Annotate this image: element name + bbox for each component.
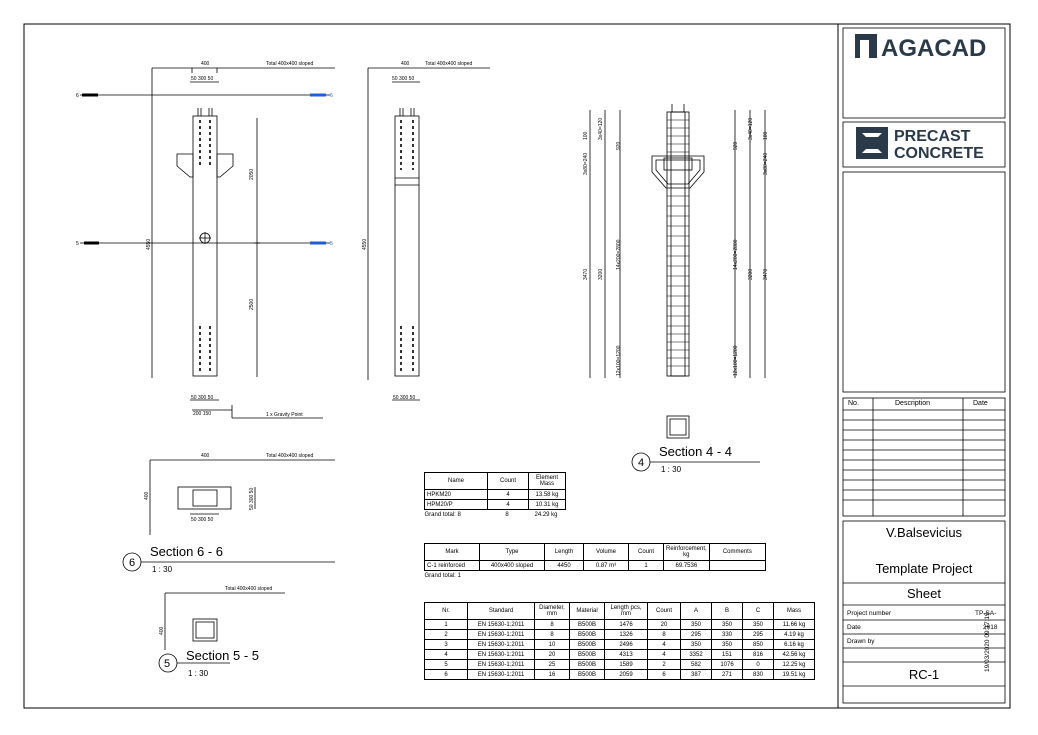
- rebar-detail-view: [589, 104, 766, 439]
- col-name: Name: [424, 472, 488, 490]
- section-4-number: 4: [638, 457, 644, 469]
- svg-text:12x100=1200: 12x100=1200: [616, 345, 622, 376]
- svg-text:2500: 2500: [249, 299, 255, 310]
- side-elevation: [367, 67, 490, 401]
- drawn-by-label: Drawn by: [847, 638, 875, 645]
- svg-text:3x80=240: 3x80=240: [583, 153, 589, 175]
- svg-text:CONCRETE: CONCRETE: [894, 145, 984, 162]
- svg-text:6: 6: [330, 93, 333, 99]
- section-5-scale: 1 : 30: [188, 669, 209, 678]
- svg-text:Total 400x400 sloped: Total 400x400 sloped: [266, 453, 313, 459]
- svg-text:50 300 50: 50 300 50: [191, 517, 213, 523]
- svg-text:50 300 50: 50 300 50: [393, 395, 415, 401]
- sheet-name: Sheet: [907, 586, 941, 601]
- rebar-stirrups: [667, 119, 689, 367]
- section-6-6: [122, 459, 335, 572]
- print-timestamp: 19/03/2020 09:17:19: [984, 612, 991, 672]
- svg-text:5: 5: [330, 241, 333, 247]
- svg-text:4550: 4550: [362, 239, 368, 250]
- svg-text:400: 400: [201, 61, 210, 67]
- rev-col-description: Description: [895, 400, 931, 407]
- svg-text:50 300 50: 50 300 50: [191, 76, 213, 82]
- svg-text:14x200=2800: 14x200=2800: [733, 239, 739, 270]
- svg-text:Total 400x400 sloped: Total 400x400 sloped: [266, 61, 313, 67]
- table-total-row: Grand total: 1: [424, 572, 461, 579]
- front-elevation: [80, 67, 335, 419]
- svg-text:Total 400x400 sloped: Total 400x400 sloped: [225, 586, 272, 592]
- table-row: C-1 reinforced 400x400 sloped 4450 0.87 …: [424, 560, 767, 571]
- svg-text:AGACAD: AGACAD: [881, 35, 986, 62]
- sheet-number: RC-1: [908, 667, 940, 682]
- svg-text:14x200=2800: 14x200=2800: [616, 239, 622, 270]
- date-value: 2018: [983, 624, 998, 631]
- project-number-value: TP-SA-: [975, 610, 997, 617]
- svg-text:3x80=240: 3x80=240: [763, 153, 769, 175]
- svg-text:3470: 3470: [583, 269, 589, 280]
- svg-text:920: 920: [616, 141, 622, 150]
- col-count: Count: [487, 472, 529, 490]
- element-schedule: Name Count Element Mass HPKM20 4 13.58 k…: [424, 472, 566, 519]
- svg-text:50 300 50: 50 300 50: [392, 76, 414, 82]
- section-6-scale: 1 : 30: [152, 565, 173, 574]
- title-block-frame: [842, 27, 1006, 704]
- mark-schedule: Mark Type Length Volume Count Reinforcem…: [424, 543, 767, 580]
- section-6-title: Section 6 - 6: [150, 544, 223, 559]
- svg-text:3200: 3200: [748, 269, 754, 280]
- author-name: V.Balsevicius: [885, 525, 963, 540]
- section-5-number: 5: [164, 658, 170, 670]
- section-5-title: Section 5 - 5: [186, 648, 259, 663]
- col-element-mass: Element Mass: [528, 472, 566, 490]
- section-5-5: [158, 592, 285, 673]
- svg-text:400: 400: [201, 453, 210, 459]
- svg-text:4550: 4550: [146, 239, 152, 250]
- project-number-label: Project number: [847, 610, 892, 617]
- svg-text:12x100=1200: 12x100=1200: [733, 345, 739, 376]
- svg-text:100: 100: [583, 131, 589, 140]
- svg-text:50 300 50: 50 300 50: [249, 488, 255, 510]
- svg-text:400: 400: [401, 61, 410, 67]
- rebar-schedule: Nr. Standard Diameter, mm Material Lengt…: [424, 602, 815, 680]
- svg-text:400: 400: [159, 626, 165, 635]
- svg-text:2050: 2050: [249, 169, 255, 180]
- section-4-4: [631, 452, 760, 472]
- svg-text:3200: 3200: [598, 269, 604, 280]
- table-row: HPKM20 4 13.58 kg: [424, 489, 566, 500]
- svg-text:50 300 50: 50 300 50: [191, 395, 213, 401]
- svg-text:3470: 3470: [763, 269, 769, 280]
- date-label: Date: [847, 624, 861, 631]
- section-4-scale: 1 : 30: [661, 465, 682, 474]
- rev-col-date: Date: [973, 400, 988, 407]
- svg-text:PRECAST: PRECAST: [894, 128, 971, 145]
- svg-text:3x40=120: 3x40=120: [598, 118, 604, 140]
- svg-text:1 x Gravity Point: 1 x Gravity Point: [266, 412, 303, 418]
- precast-concrete-logo: PRECAST CONCRETE: [856, 127, 984, 162]
- svg-text:Total 400x400 sloped: Total 400x400 sloped: [425, 61, 472, 67]
- svg-text:6: 6: [76, 93, 79, 99]
- section-4-title: Section 4 - 4: [659, 444, 732, 459]
- svg-text:400: 400: [144, 491, 150, 500]
- rev-col-no: No.: [848, 400, 859, 407]
- agacad-logo: AGACAD: [855, 34, 986, 62]
- project-name: Template Project: [875, 561, 973, 576]
- svg-text:5: 5: [76, 241, 79, 247]
- svg-text:3x40=120: 3x40=120: [748, 118, 754, 140]
- section-6-number: 6: [129, 557, 135, 569]
- svg-text:200 150: 200 150: [193, 411, 211, 417]
- table-row: HPM20/P 4 10.31 kg: [424, 499, 566, 510]
- svg-text:100: 100: [763, 131, 769, 140]
- svg-text:920: 920: [733, 141, 739, 150]
- table-total-row: Grand total: 8 8 24.29 kg: [424, 511, 558, 518]
